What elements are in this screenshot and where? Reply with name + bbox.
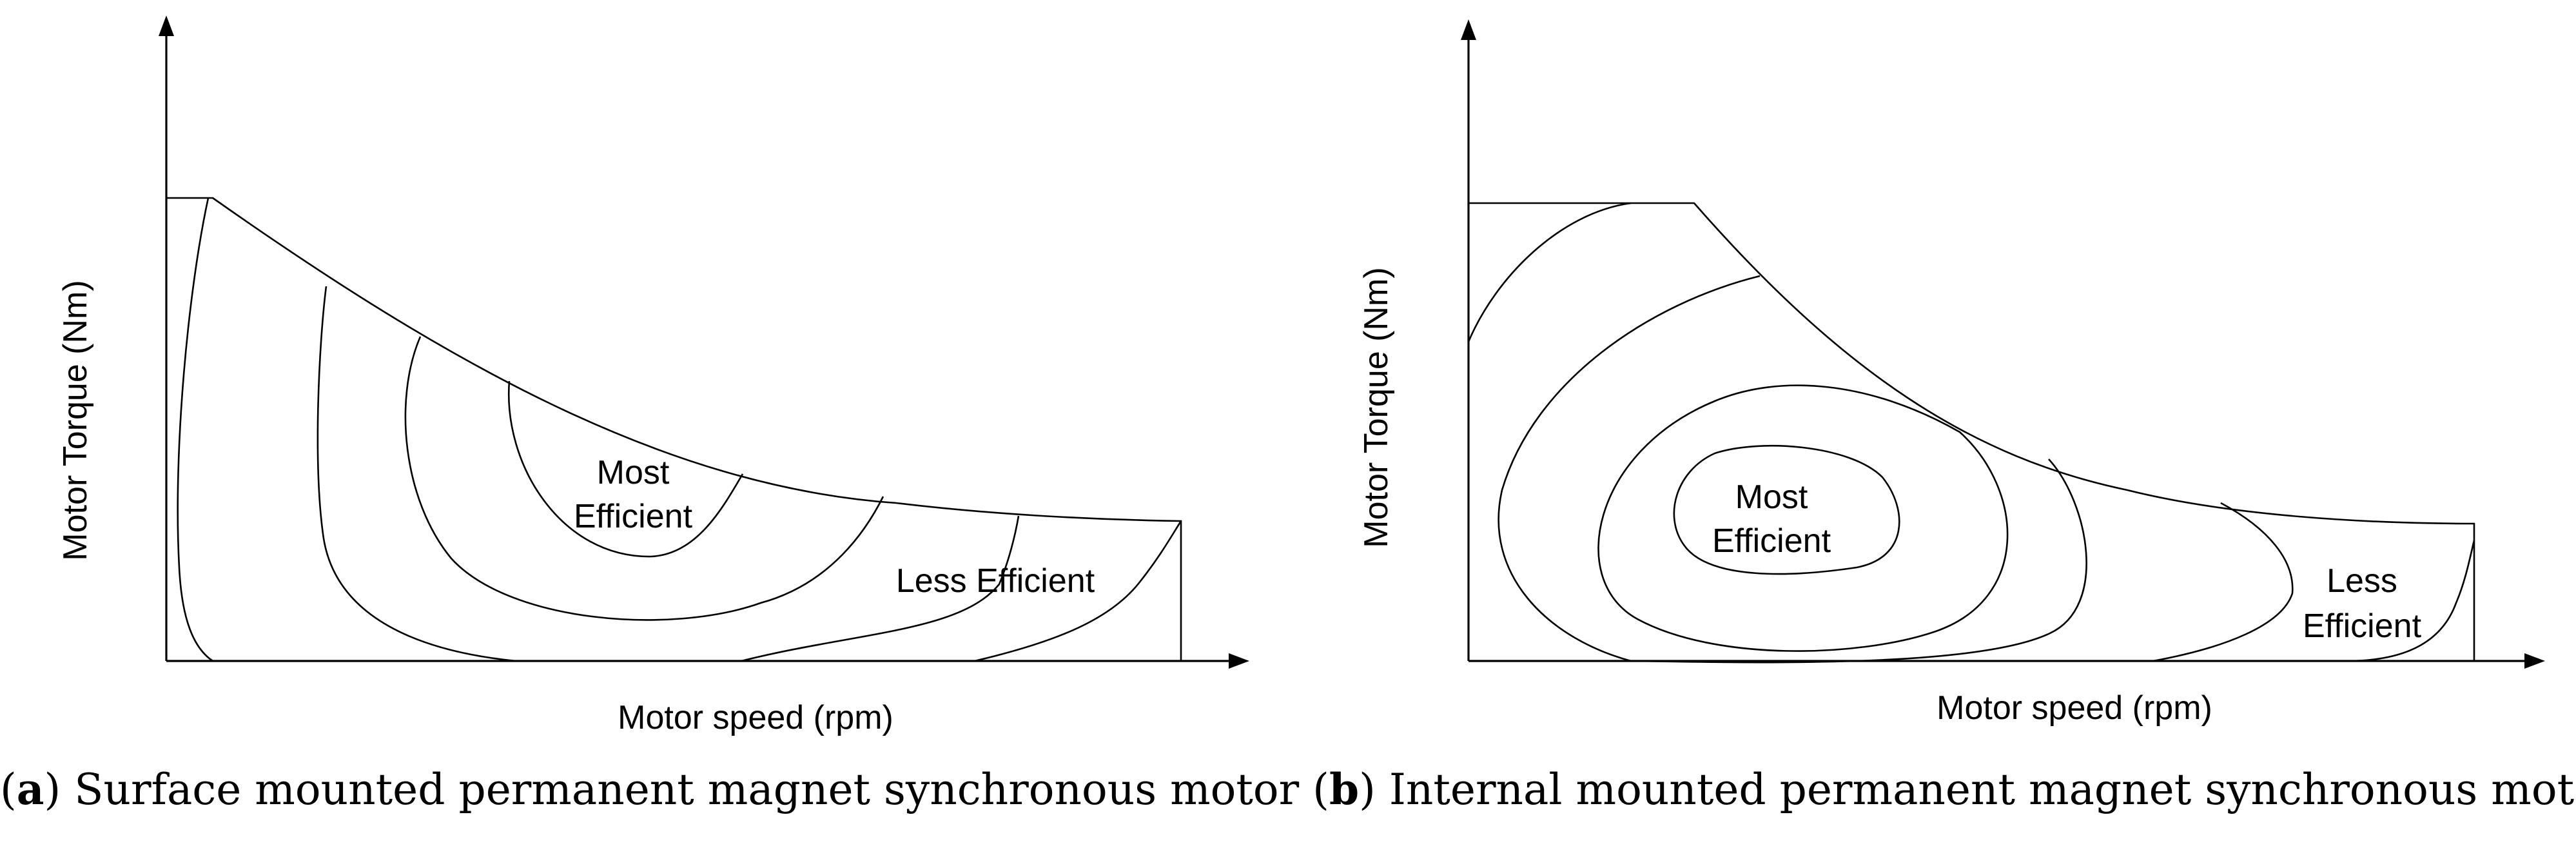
panel-a-contour-5 — [741, 515, 1020, 662]
caption-a-letter: a — [16, 764, 44, 814]
panel-b-y-axis-label: Motor Torque (Nm) — [1358, 267, 1395, 547]
panel-a-y-axis-arrow — [159, 15, 174, 36]
panel-b-contour-6 — [2152, 502, 2294, 662]
panel-b-torque-speed-envelope — [1469, 202, 2475, 661]
panel-b-less-efficient-label-line2: Efficient — [2303, 607, 2422, 645]
figure-caption: (a) Surface mounted permanent magnet syn… — [0, 764, 2576, 814]
panel-b-contour-5 — [1673, 444, 1900, 575]
panel-b-contour-2 — [1498, 275, 1761, 662]
panel-a-contour-4 — [507, 380, 744, 558]
efficiency-map-diagram: Motor Torque (Nm) Motor speed (rpm) Most… — [57, 15, 2545, 736]
panel-b-most-efficient-label-line2: Efficient — [1712, 522, 1831, 560]
caption-b-text: Internal mounted permanent magnet synchr… — [1389, 765, 2576, 814]
panel-b-contour-4 — [1597, 384, 2009, 652]
panel-a: Motor Torque (Nm) Motor speed (rpm) Most… — [57, 15, 1249, 736]
panel-b-contour-3 — [1637, 458, 2087, 664]
panel-a-contour-1 — [177, 197, 213, 662]
panel-b-y-axis-arrow — [1461, 19, 1476, 40]
panel-a-x-axis-label: Motor speed (rpm) — [618, 699, 893, 736]
panel-a-contour-6 — [974, 520, 1182, 662]
panel-a-torque-speed-envelope — [166, 197, 1182, 661]
panel-b: Motor Torque (Nm) Motor speed (rpm) Most… — [1358, 19, 2545, 727]
caption-b-letter: b — [1329, 764, 1360, 814]
panel-b-x-axis-arrow — [2524, 653, 2545, 669]
panel-b-contour-1 — [1467, 202, 1632, 342]
panel-a-x-axis-arrow — [1229, 653, 1249, 669]
panel-a-less-efficient-label: Less Efficient — [896, 562, 1095, 600]
panel-a-most-efficient-label-line1: Most — [597, 454, 670, 491]
caption-a-text: Surface mounted permanent magnet synchro… — [74, 765, 1300, 814]
panel-b-most-efficient-label-line1: Most — [1735, 478, 1808, 516]
panel-b-contour-7 — [2346, 540, 2475, 662]
panel-a-contour-2 — [317, 286, 516, 662]
panel-a-contour-3 — [404, 336, 884, 621]
panel-a-most-efficient-label-line2: Efficient — [574, 498, 693, 535]
panel-b-less-efficient-label-line1: Less — [2327, 562, 2397, 600]
panel-b-x-axis-label: Motor speed (rpm) — [1937, 689, 2212, 727]
panel-a-y-axis-label: Motor Torque (Nm) — [57, 280, 94, 560]
